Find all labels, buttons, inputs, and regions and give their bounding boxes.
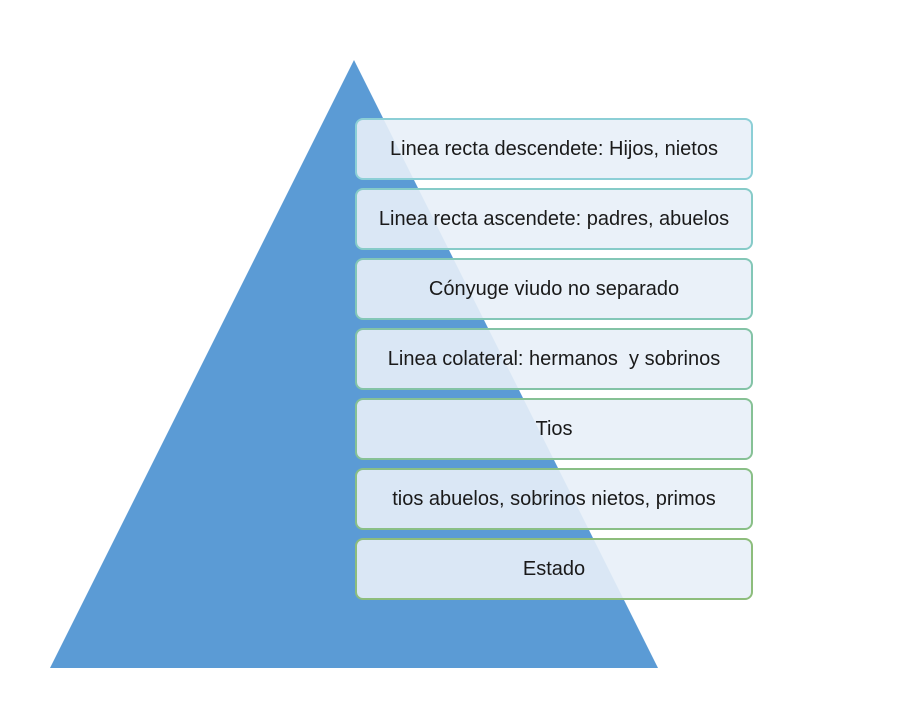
level-box-7: Estado (355, 538, 753, 600)
level-box-3: Cónyuge viudo no separado (355, 258, 753, 320)
level-box-4: Linea colateral: hermanos y sobrinos (355, 328, 753, 390)
level-box-1: Linea recta descendete: Hijos, nietos (355, 118, 753, 180)
level-box-5: Tios (355, 398, 753, 460)
level-box-2: Linea recta ascendete: padres, abuelos (355, 188, 753, 250)
level-list: Linea recta descendete: Hijos, nietos Li… (355, 118, 753, 600)
level-box-6: tios abuelos, sobrinos nietos, primos (355, 468, 753, 530)
